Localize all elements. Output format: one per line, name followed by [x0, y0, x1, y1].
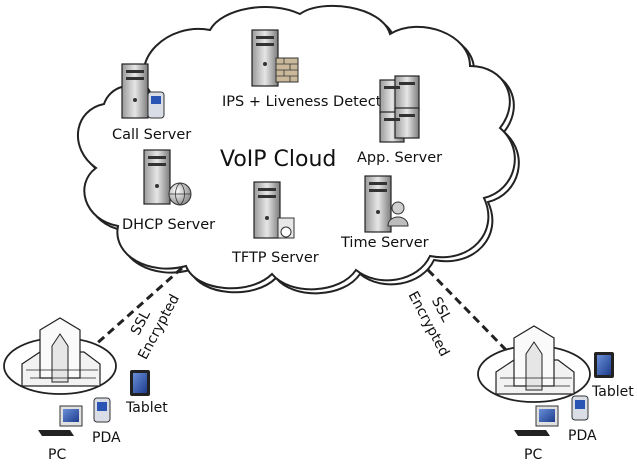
right-pc-label: PC — [524, 447, 542, 463]
right-tablet-icon — [594, 352, 614, 378]
time-server-label: Time Server — [340, 235, 429, 251]
time-server-icon — [364, 175, 409, 233]
tftp-server-icon — [253, 181, 295, 239]
call-server-label: Call Server — [112, 127, 191, 143]
right-site-building-icon — [477, 325, 591, 403]
left-ssl-link — [93, 266, 183, 348]
left-site-building-icon — [3, 317, 117, 395]
left-pc-label: PC — [48, 447, 66, 463]
ips-server-icon — [251, 29, 299, 87]
right-pc-icon — [514, 405, 559, 436]
tftp-server-label: TFTP Server — [231, 250, 319, 266]
right-ssl-caption: SSL Encrypted — [405, 289, 455, 360]
call-server-icon — [121, 63, 165, 119]
app-server-label: App. Server — [357, 150, 442, 166]
cloud-title: VoIP Cloud — [220, 147, 336, 172]
dhcp-server-icon — [143, 149, 192, 206]
right-ssl-link — [426, 268, 510, 354]
ips-server-label: IPS + Liveness Detection — [222, 94, 403, 110]
right-pda-label: PDA — [568, 428, 597, 444]
left-tablet-icon — [130, 370, 150, 396]
app-server-icon — [379, 75, 420, 143]
left-pda-label: PDA — [92, 430, 121, 446]
dhcp-server-label: DHCP Server — [122, 217, 215, 233]
right-tablet-label: Tablet — [591, 384, 634, 400]
left-pda-icon — [93, 397, 111, 423]
right-pda-icon — [571, 395, 589, 421]
left-pc-icon — [38, 405, 83, 436]
left-tablet-label: Tablet — [125, 400, 168, 416]
